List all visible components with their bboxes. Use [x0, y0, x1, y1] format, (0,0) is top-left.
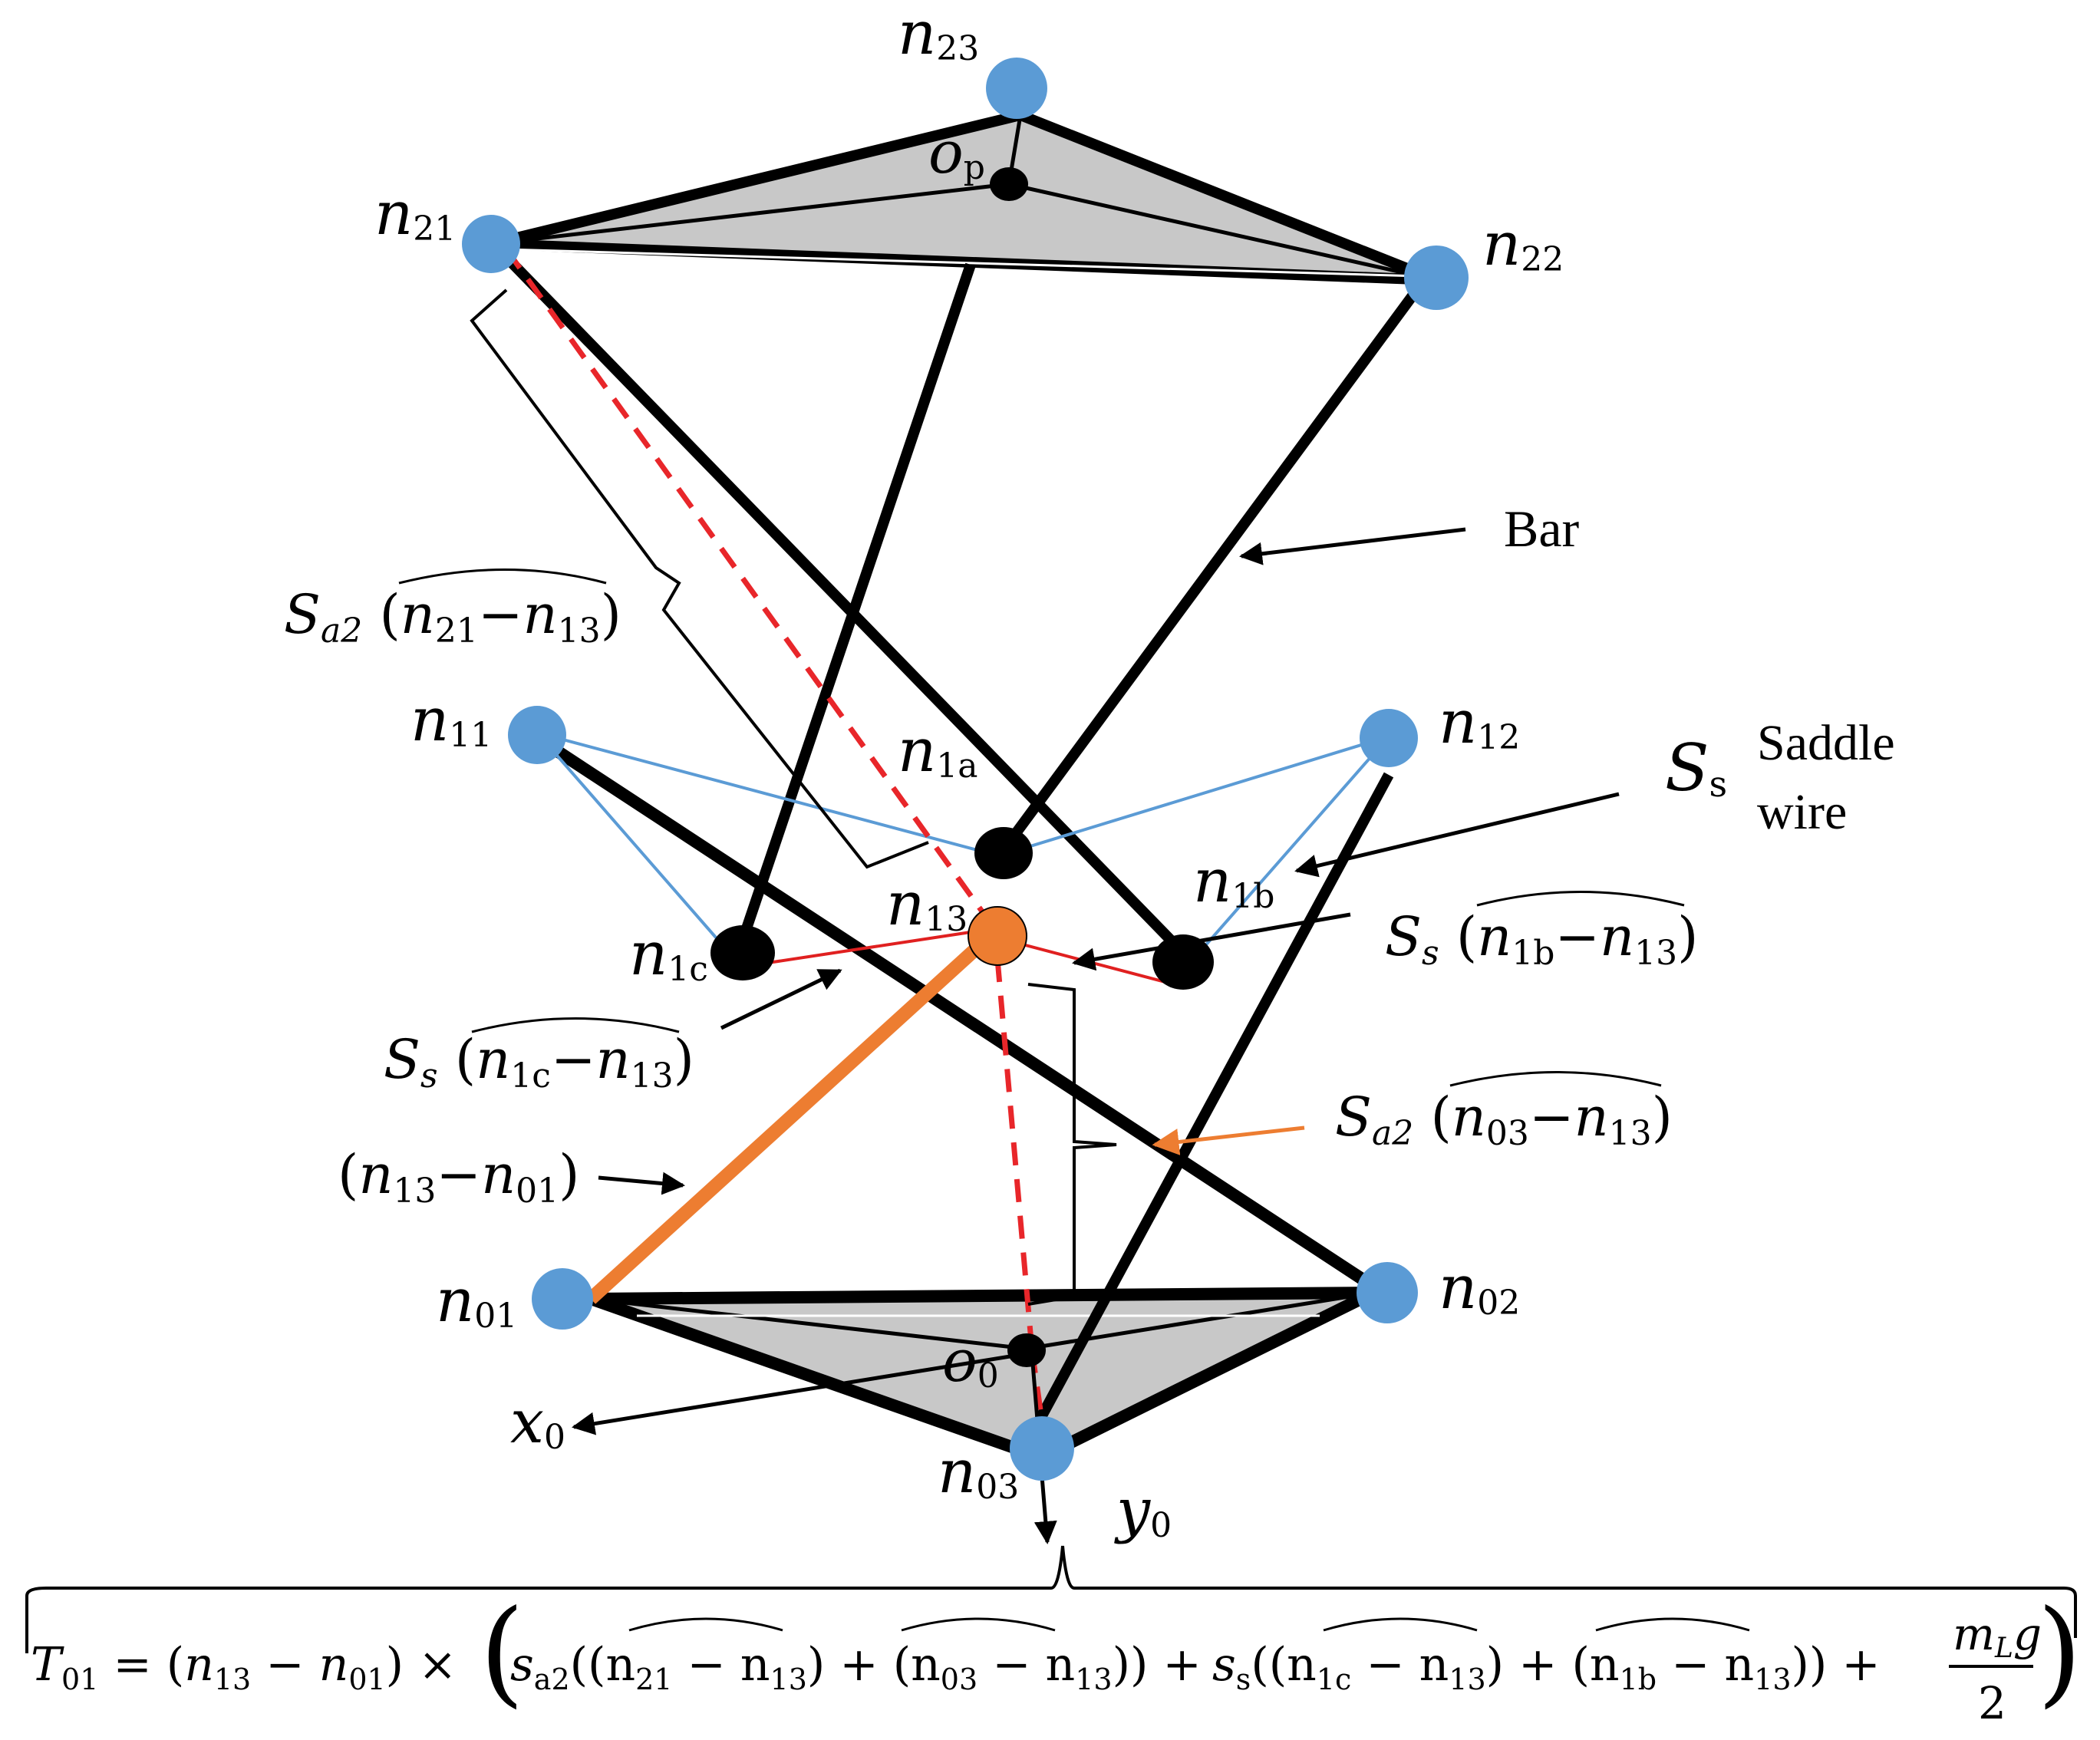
top-inner-n21-op	[490, 182, 1010, 246]
hat-ss-1c	[471, 1017, 680, 1033]
arrows	[572, 527, 1620, 1544]
orange-bar-n01-n13	[585, 934, 991, 1304]
label-n13-n01: (n13−n01)	[338, 1143, 579, 1211]
label-n12: n12	[1439, 688, 1520, 757]
bottom-plate-edge-n01-n02	[590, 1287, 1374, 1305]
label-n21: n21	[374, 180, 456, 249]
label-sa2-upper: Sa2 (n21−n13)	[284, 583, 621, 651]
bottom-inner-n01-o0	[590, 1297, 1027, 1351]
hat-sa2-lower	[1449, 1071, 1662, 1087]
nodes	[462, 58, 1469, 1481]
saddle-wire-left	[742, 931, 971, 968]
label-n23: n23	[898, 0, 979, 68]
equation-ss-term: ss((n1c − n13) + (n1b − n13)) +	[1212, 1638, 1881, 1696]
brace-lower	[1027, 983, 1117, 1306]
arrow-n13-n01	[598, 1172, 685, 1195]
label-n03: n03	[938, 1438, 1019, 1507]
equation-sa2-term: sa2((n21 − n13) + (n03 − n13)) +	[510, 1638, 1202, 1696]
node-n1a[interactable]	[974, 827, 1033, 879]
node-n23[interactable]	[986, 58, 1047, 119]
arrow-saddle-wire	[1294, 792, 1620, 878]
hat-sa2-upper	[398, 568, 607, 585]
node-n22[interactable]	[1404, 246, 1469, 310]
bar-n11-n02	[537, 735, 1381, 1294]
label-saddle-line1: Saddle	[1757, 715, 1895, 771]
node-n02[interactable]	[1357, 1262, 1418, 1323]
equation-frac-den: 2	[1978, 1677, 2006, 1729]
label-sa2-lower: Sa2 (n03−n13)	[1335, 1086, 1673, 1153]
hat-ss-1b	[1476, 891, 1685, 907]
annotation-labels: Bar Ss Saddle wire Sa2 (n21−n13) Ss (n1b…	[284, 499, 1895, 1211]
dashed-n21-n13	[504, 247, 988, 919]
label-x0: x0	[510, 1388, 565, 1457]
node-n11[interactable]	[508, 706, 566, 764]
arrow-ss-1c	[720, 968, 842, 1030]
bar-n21-n1b	[494, 246, 1190, 959]
torque-equation: T01 = (n13 − n01) × ( sa2((n21 − n13) + …	[31, 1586, 2082, 1729]
cable-n12-n1b	[1195, 735, 1390, 957]
cables	[504, 247, 1390, 1443]
node-n13[interactable]	[968, 906, 1027, 966]
label-bar: Bar	[1504, 499, 1580, 558]
top-plate-edge-n23-n22	[1018, 110, 1439, 285]
label-n1b: n1b	[1193, 847, 1274, 916]
label-ss-1b: Ss (n1b−n13)	[1385, 905, 1698, 973]
label-o0: o0	[942, 1326, 999, 1396]
equation-big-paren-right: )	[2037, 1586, 2082, 1719]
top-inner-n21-n22-lower	[506, 248, 1420, 278]
arrow-x0	[572, 1352, 1025, 1435]
label-n11: n11	[410, 686, 492, 755]
node-n1b[interactable]	[1152, 934, 1214, 990]
node-n03[interactable]	[1010, 1416, 1074, 1481]
bars	[494, 246, 1420, 1430]
bottom-plate-fill	[591, 1293, 1373, 1452]
dashed-n13-o0	[994, 958, 1035, 1351]
hat-eq-term3	[1323, 1617, 1478, 1632]
brace-bottom	[25, 1545, 2077, 1653]
node-o0[interactable]	[1007, 1333, 1046, 1367]
brace-upper	[470, 288, 929, 869]
bar-top-n1c	[737, 262, 976, 942]
hat-eq-term1	[628, 1617, 783, 1632]
node-op[interactable]	[990, 167, 1028, 201]
cable-n12-n1a	[1012, 735, 1390, 853]
label-n22: n22	[1482, 210, 1564, 279]
node-n21[interactable]	[462, 215, 520, 273]
hat-eq-term4	[1595, 1617, 1750, 1632]
bottom-plate	[588, 1287, 1376, 1458]
label-y0: y0	[1114, 1476, 1172, 1545]
bar-n22-n1a	[1001, 288, 1420, 852]
bottom-plate-edge-n02-n03	[1048, 1287, 1376, 1458]
equation-line: T01 = (n13 − n01) ×	[31, 1638, 457, 1696]
label-n1a: n1a	[898, 717, 977, 786]
label-op: op	[928, 118, 985, 187]
equation-big-paren-left: (	[480, 1586, 525, 1719]
equation-frac-num: mLg	[1953, 1608, 2042, 1664]
arrow-ss-1b	[1072, 912, 1351, 971]
label-n1c: n1c	[629, 920, 708, 989]
braces	[25, 288, 2077, 1653]
hat-eq-term2	[901, 1617, 1056, 1632]
label-ss-1c: Ss (n1c−n13)	[384, 1028, 694, 1096]
node-n01[interactable]	[532, 1268, 593, 1330]
cable-n11-n1a	[536, 731, 998, 857]
cable-n11-n1c	[536, 731, 723, 945]
label-saddle-symbol: Ss	[1665, 730, 1727, 806]
arrow-bar	[1239, 527, 1466, 565]
top-plate-edge-n21-n23	[490, 110, 1022, 249]
node-labels: n23 n21 n22 op n11 n12 n1a n1b n13 n1c n…	[374, 0, 1564, 1545]
label-n13: n13	[886, 870, 968, 939]
node-n12[interactable]	[1360, 709, 1418, 767]
label-saddle-line2: wire	[1757, 784, 1847, 840]
top-plate	[490, 110, 1439, 285]
top-inner-op-n22	[1008, 182, 1437, 282]
bottom-plate-edge-n01-n03	[588, 1293, 1023, 1456]
bar-n12-n03	[1030, 772, 1394, 1430]
node-n1c[interactable]	[710, 925, 775, 980]
top-plate-fill	[491, 115, 1436, 280]
label-n02: n02	[1439, 1254, 1520, 1323]
arrow-sa2-lower	[1152, 1125, 1305, 1155]
label-n01: n01	[436, 1267, 517, 1336]
